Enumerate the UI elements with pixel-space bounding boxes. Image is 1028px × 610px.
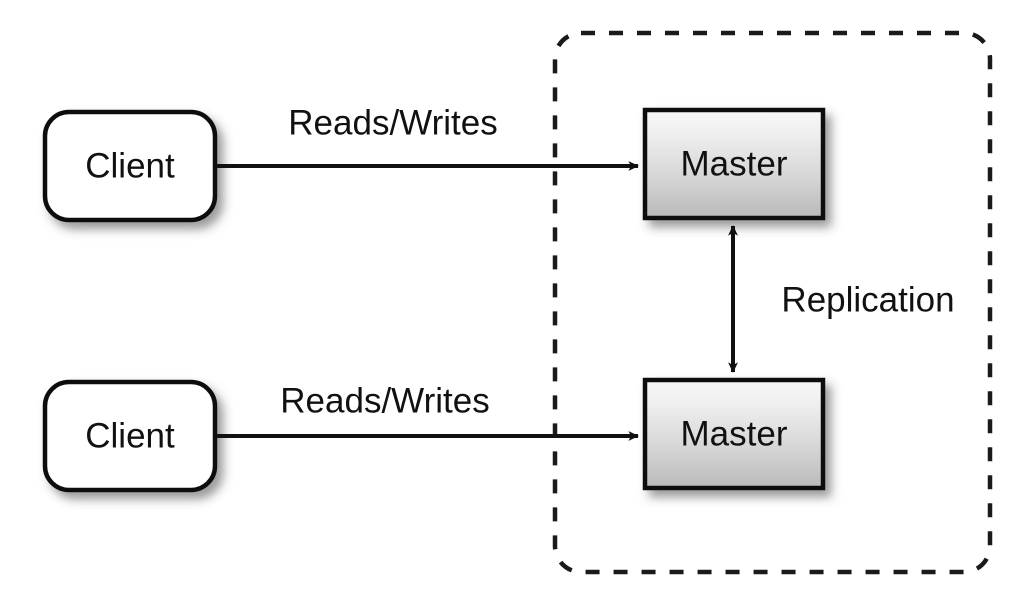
master-bottom-shape (642, 377, 826, 491)
master-top-shape (642, 107, 826, 221)
edge-replication-label: Replication (781, 280, 954, 319)
edge-replication: Replication (728, 225, 955, 373)
node-client-bottom[interactable]: Client (42, 379, 218, 493)
master-bottom-label: Master (681, 414, 788, 453)
edge-reads-writes-top: Reads/Writes (215, 103, 639, 171)
client-top-label: Client (85, 146, 175, 185)
node-client-top[interactable]: Client (42, 109, 218, 223)
master-top-label: Master (681, 144, 788, 183)
edge-reads-writes-bottom: Reads/Writes (215, 381, 639, 441)
edge-reads-writes-top-label: Reads/Writes (288, 103, 497, 142)
client-bottom-label: Client (85, 416, 175, 455)
node-master-top[interactable]: Master (642, 107, 826, 221)
edge-reads-writes-bottom-label: Reads/Writes (280, 381, 489, 420)
node-master-bottom[interactable]: Master (642, 377, 826, 491)
